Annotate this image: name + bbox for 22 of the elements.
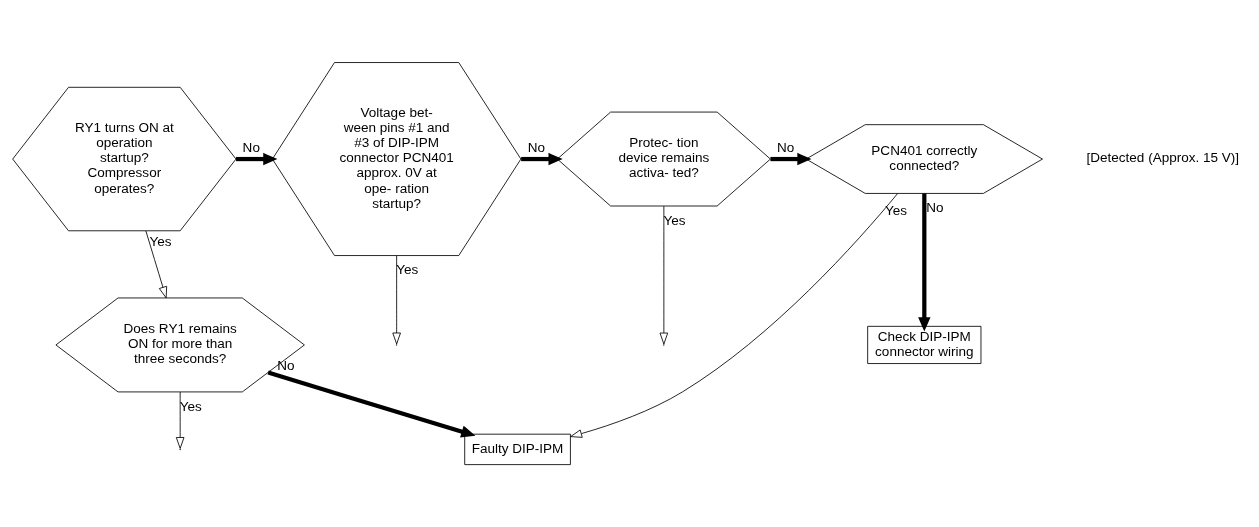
arrow — [175, 391, 185, 449]
arrow — [521, 152, 563, 166]
node-box: Check DIP-IPM connector wiring — [867, 325, 982, 364]
edge-label: No — [527, 139, 545, 155]
edge-label: Yes — [396, 262, 419, 278]
arrow — [659, 205, 669, 345]
edge-label: Yes — [885, 203, 908, 219]
edge-label: Yes — [663, 212, 686, 228]
arrow — [267, 370, 476, 438]
edge-label: No — [277, 358, 295, 374]
arrow — [570, 193, 899, 438]
arrow — [770, 152, 812, 166]
edge-label: No — [242, 139, 260, 155]
edge-label: Yes — [179, 398, 202, 414]
arrow — [236, 152, 278, 166]
arrow — [145, 230, 168, 299]
node-box: Faulty DIP-IPM — [464, 433, 571, 466]
edge-label: No — [777, 139, 795, 155]
label: [Detected (Approx. 15 V)] — [1086, 150, 1240, 166]
edge-label: Yes — [149, 233, 172, 249]
arrow — [918, 193, 931, 332]
edge-label: No — [926, 199, 944, 215]
